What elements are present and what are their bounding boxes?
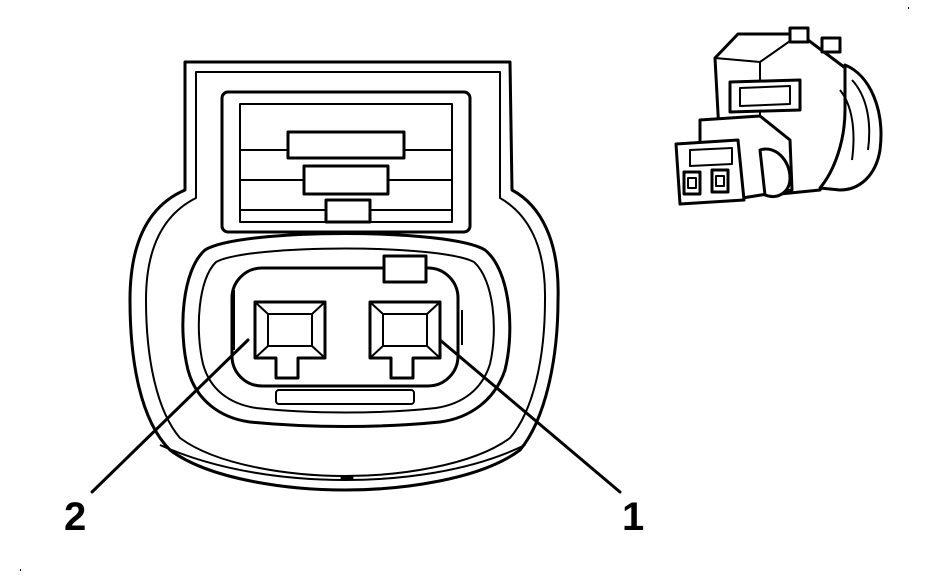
latch-tab-top <box>286 130 406 160</box>
terminal-cavity <box>230 266 460 388</box>
pin-2-terminal <box>253 300 327 380</box>
pin-1-terminal <box>368 300 442 380</box>
leader-line-pin-1 <box>438 338 622 494</box>
connector-shell-inner-line-2 <box>159 444 526 481</box>
latch-housing <box>220 90 472 234</box>
callout-pin-2: 2 <box>64 495 86 539</box>
connector-shell-inner-line <box>145 71 547 477</box>
polarization-key <box>382 254 428 284</box>
seal-ring-outer <box>181 232 512 428</box>
connector-face-view <box>128 60 560 492</box>
seal-ring-inner <box>197 247 495 414</box>
leader-line-pin-2 <box>90 338 250 494</box>
connector-outer-shell <box>128 60 560 492</box>
connector-isometric-view <box>674 26 883 206</box>
cavity-bottom-rib <box>275 389 415 405</box>
latch-tab-bottom <box>324 198 372 224</box>
callout-pin-1: 1 <box>622 495 644 539</box>
latch-tab-middle <box>302 164 390 196</box>
